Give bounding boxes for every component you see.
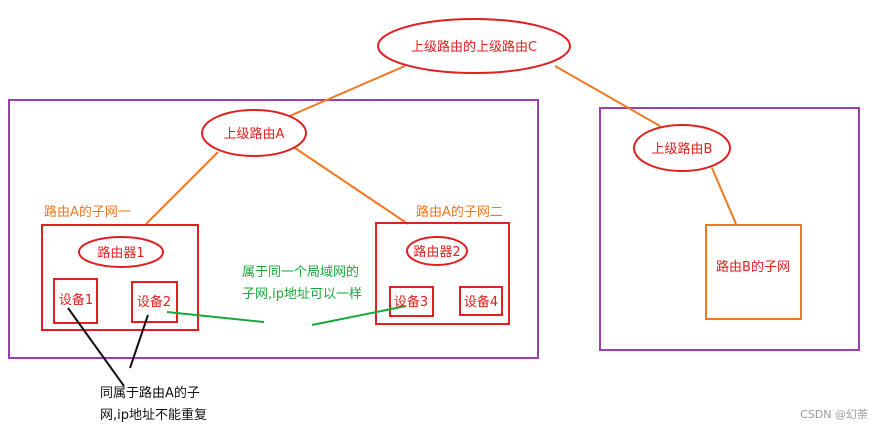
link-c-to-a — [284, 65, 406, 119]
router-b-region — [599, 107, 860, 351]
router2-node — [406, 236, 468, 266]
link-a-to-subnet1 — [145, 151, 219, 225]
device1-box — [53, 278, 98, 324]
router1-node — [78, 236, 164, 268]
watermark: CSDN @幻荼 — [800, 408, 868, 421]
subnet-a2-label: 路由A的子网二 — [416, 204, 503, 220]
link-a-to-subnet2 — [291, 145, 409, 225]
subnet-a1-label: 路由A的子网一 — [44, 204, 131, 220]
router2-label: 路由器2 — [413, 244, 460, 260]
router-a-region — [8, 99, 539, 359]
router-c-label: 上级路由的上级路由C — [411, 39, 537, 55]
router-c-node — [377, 18, 571, 74]
device4-box — [459, 286, 503, 316]
green-line-left — [166, 311, 265, 323]
device4-label: 设备4 — [464, 294, 498, 310]
link-c-to-b — [554, 65, 661, 127]
same-lan-note-line2: 子网,ip地址可以一样 — [242, 287, 362, 302]
subnet-b-box — [705, 224, 802, 320]
subnet-a1-box — [41, 224, 199, 331]
same-subnet-note-line1: 同属于路由A的子 — [100, 385, 200, 401]
subnet-a2-box — [375, 222, 510, 325]
link-b-to-subnet — [711, 167, 737, 225]
router-b-label: 上级路由B — [652, 141, 713, 157]
device3-label: 设备3 — [394, 294, 428, 310]
router1-label: 路由器1 — [97, 245, 144, 261]
router-a-label: 上级路由A — [224, 126, 285, 142]
black-line-left — [67, 307, 125, 387]
green-line-right — [311, 305, 407, 326]
router-a-node — [201, 109, 307, 157]
device2-box — [131, 281, 178, 323]
black-line-right — [129, 314, 149, 369]
same-subnet-note-line2: 网,ip地址不能重复 — [100, 407, 207, 423]
device2-label: 设备2 — [137, 294, 171, 310]
device1-label: 设备1 — [59, 292, 93, 308]
subnet-b-label: 路由B的子网 — [716, 259, 790, 275]
router-b-node — [633, 124, 731, 172]
device3-box — [389, 286, 434, 317]
same-lan-note-line1: 属于同一个局域网的 — [242, 264, 359, 280]
